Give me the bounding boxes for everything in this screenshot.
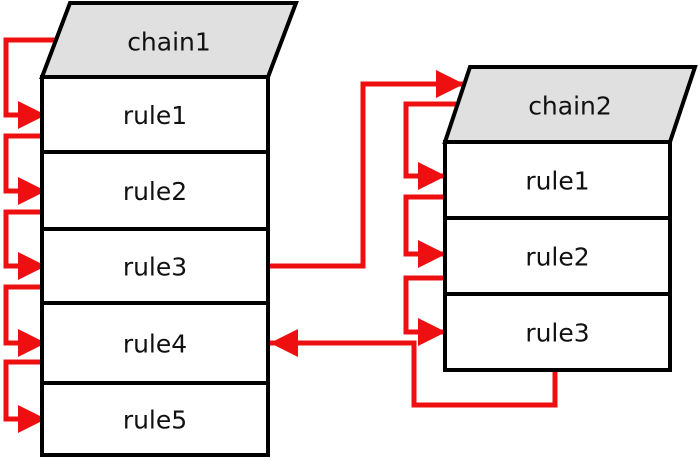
chain1-rule-box-rule4 (40, 301, 270, 385)
chain2-rule-label-rule3: rule3 (525, 319, 589, 348)
chain2-rule-label-rule1: rule1 (525, 167, 589, 196)
chain2-rule-box-rule3 (443, 292, 672, 372)
arrowhead-chain1-rule3-jump-to-chain2 (436, 70, 464, 98)
arrowhead-chain1-rule4-to-rule5 (18, 405, 46, 433)
chain2-rule-label-rule2: rule2 (525, 243, 589, 272)
arrowhead-chain1-rule3-to-rule4 (18, 329, 46, 357)
connector-chain2-return-to-chain1-rule4 (270, 340, 558, 408)
chain1-header-label: chain1 (127, 28, 211, 57)
connector-chain1-rule3-jump-to-chain2 (268, 81, 464, 269)
arrowhead-chain1-rule1-to-rule2 (18, 177, 46, 205)
chain1-rule-label-rule1: rule1 (123, 101, 187, 130)
arrowhead-chain2-return-to-chain1-rule4 (270, 329, 298, 357)
chain1-rule-label-rule2: rule2 (123, 177, 187, 206)
chain1-rule-label-rule5: rule5 (123, 406, 187, 435)
chain1-rule-box-rule5 (40, 381, 270, 457)
arrowhead-chain2-entry-to-rule1 (418, 162, 446, 190)
chain1-rule-label-rule4: rule4 (123, 330, 187, 359)
arrowhead-chain2-rule2-to-rule3 (418, 318, 446, 346)
chain1-rule-box-rule3 (40, 227, 270, 305)
arrowhead-chain1-entry-to-rule1 (18, 101, 46, 129)
chain1-rule-box-rule2 (40, 150, 270, 231)
chain1-rule-label-rule3: rule3 (123, 253, 187, 282)
arrowhead-chain2-rule1-to-rule2 (418, 240, 446, 268)
chain2-rule-box-rule1 (443, 140, 672, 220)
chain2-rule-box-rule2 (443, 216, 672, 296)
chain2-header-label: chain2 (528, 92, 612, 121)
arrowhead-chain1-rule2-to-rule3 (18, 252, 46, 280)
